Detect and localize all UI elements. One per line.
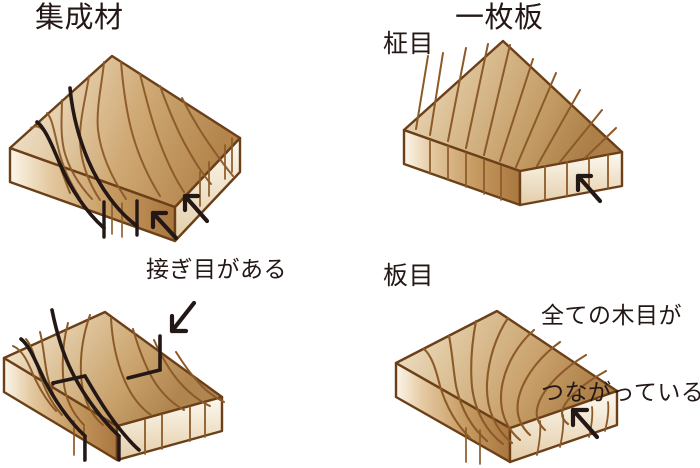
arrow-up-left: [150, 210, 179, 241]
block-glulam-itame: [2, 300, 225, 462]
note-all-grain-connected: 全ての木目が つながっている: [541, 252, 700, 458]
end-grain-stripes: [536, 401, 610, 456]
arrow-up-left: [570, 407, 600, 440]
arrow-up-left: [182, 193, 210, 224]
end-grain-stripes: [199, 137, 233, 207]
joint-line-front: [83, 434, 121, 462]
front-face-stripes: [111, 199, 123, 238]
page-title-solid: 一枚板: [455, 0, 544, 34]
block-top-face: [402, 39, 624, 173]
arrow-down-left: [169, 300, 197, 334]
grain-lines: [415, 43, 617, 168]
grain-lines: [30, 61, 234, 201]
joint-line-front: [102, 199, 139, 239]
front-face-stripes: [465, 427, 481, 465]
block-solid-masame: [402, 39, 624, 207]
front-face-stripes: [429, 139, 502, 201]
note-all-grain-line1: 全ての木目が: [541, 302, 682, 329]
grain-lines: [422, 316, 608, 446]
grain-lines: [12, 314, 225, 426]
joint-line: [35, 86, 139, 230]
block-top-face: [8, 54, 242, 209]
page-title-glulam: 集成材: [35, 0, 124, 34]
grain-label-masame: 柾目: [383, 29, 435, 58]
note-has-joints: 接ぎ目がある: [146, 257, 287, 283]
note-all-grain-line2: つながっている: [541, 379, 700, 406]
block-glulam-masame: [8, 54, 242, 243]
joint-line: [19, 308, 162, 452]
grain-label-itame: 板目: [383, 261, 435, 290]
arrow-up-left: [575, 173, 603, 204]
block-solid-itame: [394, 309, 619, 465]
end-grain-stripes: [144, 402, 206, 455]
